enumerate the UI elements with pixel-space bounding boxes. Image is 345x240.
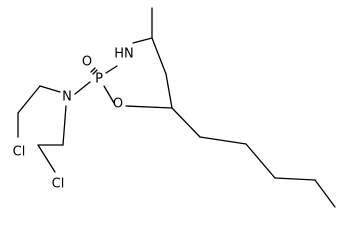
- bond-hexyl-5: [314, 179, 336, 208]
- bond-p-oxo-2: [90, 67, 96, 73]
- atom-chlorine-upper: Cl: [13, 145, 26, 160]
- bond-hexyl-4: [274, 177, 316, 181]
- bond-hexyl-3: [245, 143, 276, 179]
- molecule-structure: P O HN O N Cl Cl: [13, 7, 336, 208]
- bond-p-nh: [105, 65, 118, 74]
- bond-nh-c4: [132, 37, 153, 44]
- bond-c5-c6: [165, 73, 173, 109]
- bonds: [17, 7, 336, 208]
- bond-c4-c5: [151, 37, 167, 75]
- atom-ring-oxygen: O: [113, 97, 123, 112]
- atom-carbonyl-oxygen: O: [82, 55, 92, 70]
- bond-n-c1a: [39, 85, 61, 93]
- atom-labels: P O HN O N Cl Cl: [13, 47, 134, 192]
- atom-ring-nitrogen: HN: [114, 47, 134, 62]
- bond-p-n: [74, 81, 91, 95]
- bond-n-c1b: [62, 105, 67, 146]
- bond-p-oxo-1: [92, 69, 98, 75]
- bond-o-p: [103, 85, 115, 104]
- bond-hexyl-1: [171, 107, 201, 138]
- bond-c1a-c2a: [17, 85, 41, 114]
- atom-amine-nitrogen: N: [62, 90, 72, 105]
- bond-c2b-cl: [37, 144, 56, 173]
- atom-phosphorus: P: [95, 72, 103, 87]
- atom-chlorine-lower: Cl: [52, 177, 65, 192]
- bond-c6-o: [125, 105, 173, 109]
- bond-hexyl-2: [199, 136, 247, 145]
